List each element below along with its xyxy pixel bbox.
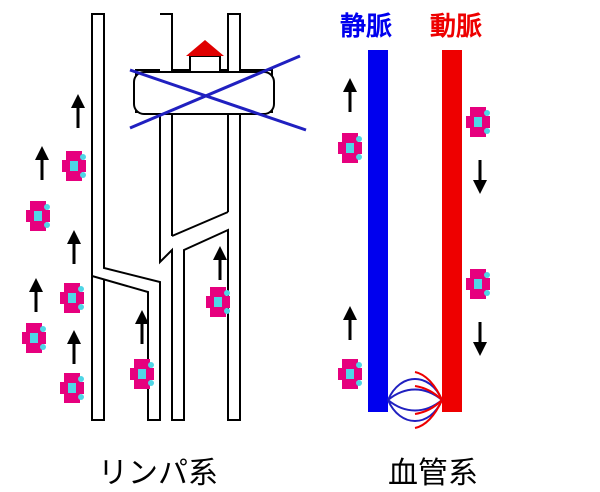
cell-icon	[60, 373, 84, 403]
vein-label: 静脈	[340, 12, 393, 42]
lymph-system	[91, 13, 273, 421]
artery-vessel	[442, 50, 462, 412]
blood-system-caption: 血管系	[388, 456, 478, 491]
lymph-vessel-left	[91, 13, 161, 421]
arrow-up-icon	[341, 76, 359, 114]
house-icon	[186, 40, 224, 73]
arrow-down-icon	[471, 158, 489, 196]
cell-icon	[338, 359, 362, 389]
arrow-up-icon	[69, 92, 87, 130]
arrow-up-icon	[133, 308, 151, 346]
cell-icon	[22, 323, 46, 353]
cell-icon	[130, 359, 154, 389]
lymph-system-caption: リンパ系	[98, 456, 218, 491]
lymph-vessel-main	[135, 13, 273, 421]
arrow-up-icon	[65, 328, 83, 366]
lymph-node-cross-icon	[129, 54, 307, 132]
cell-icon	[206, 287, 230, 317]
cell-icon	[466, 269, 490, 299]
arrow-down-icon	[471, 320, 489, 358]
capillary-bed	[387, 371, 443, 429]
arrow-up-icon	[33, 144, 51, 182]
cell-icon	[62, 151, 86, 181]
artery-label: 動脈	[430, 12, 483, 42]
vein-vessel	[368, 50, 388, 412]
cell-icon	[26, 201, 50, 231]
arrow-up-icon	[211, 244, 229, 282]
cell-icon	[60, 283, 84, 313]
cell-icon	[466, 107, 490, 137]
arrow-up-icon	[27, 276, 45, 314]
arrow-up-icon	[341, 304, 359, 342]
arrow-up-icon	[65, 228, 83, 266]
cell-icon	[338, 133, 362, 163]
